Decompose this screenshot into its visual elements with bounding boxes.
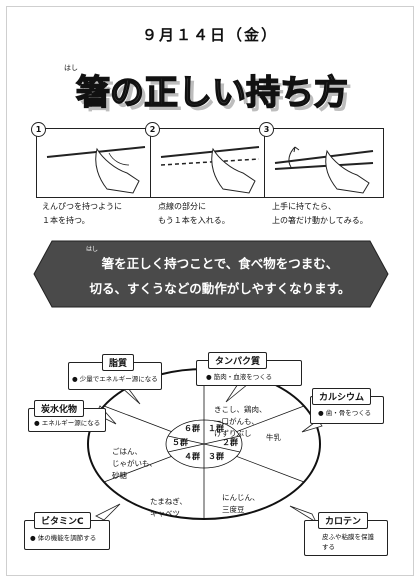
card-protein-desc: ● 筋肉・血液をつくる <box>206 373 273 381</box>
page-title: 箸の正しい持ち方 <box>76 73 348 113</box>
group-5-label: ５群 <box>172 438 188 447</box>
group-3-label: ３群 <box>208 452 224 461</box>
group-1-foods: きこし、鶏肉、 一口がんも、 けずりぶし <box>214 405 267 438</box>
card-carotene-title: カロテン <box>318 512 369 529</box>
card-carbohydrate-title: 炭水化物 <box>34 400 85 417</box>
card-carbohydrate-desc: ● エネルギー源になる <box>34 419 101 427</box>
group-5-foods: ごはん、 じゃがいも、 砂糖 <box>112 447 157 480</box>
hand-two-chopsticks-icon <box>160 146 260 194</box>
date-heading: ９月１４日（金） <box>141 26 278 44</box>
card-fat-title: 脂質 <box>102 354 135 371</box>
step-1-text: えんぴつを持つように １本を持つ。 <box>42 202 122 225</box>
group-4-label: ４群 <box>184 452 200 461</box>
food-group-wheel <box>87 368 321 520</box>
group-2-foods: 牛乳 <box>266 433 281 442</box>
step-3-text: 上手に持てたら、 上の箸だけ動かしてみる。 <box>272 202 368 225</box>
title-banner: 箸の正しい持ち方 箸の正しい持ち方 <box>75 72 352 117</box>
step-2-illustration: 2 <box>145 122 270 198</box>
hand-moving-chopstick-icon <box>274 146 374 194</box>
step-1-number: 1 <box>31 122 46 137</box>
group-4-foods: たまねぎ、 キャベツ <box>150 497 187 518</box>
group-6-label: ６群 <box>184 424 200 433</box>
step-3-number: 3 <box>259 122 274 137</box>
message-banner <box>33 240 389 308</box>
group-2-label: ２群 <box>222 438 238 447</box>
step-1-illustration: 1 <box>31 122 156 198</box>
card-fat-desc: ● 少量でエネルギー源になる <box>72 375 158 383</box>
title-ruby: はし <box>64 64 78 72</box>
card-protein-title: タンパク質 <box>208 352 268 369</box>
card-calcium-title: カルシウム <box>312 388 372 405</box>
card-vitamin-c-desc: ● 体の機能を調節する <box>30 534 97 542</box>
banner-ruby: はし <box>86 246 99 253</box>
step-3-illustration: 3 <box>259 122 384 198</box>
card-carotene-desc: 皮ふや粘膜を保護 する <box>322 533 374 551</box>
banner-text: 箸を正しく持つことで、食べ物をつまむ、 切る、すくうなどの動作がしやすくなります… <box>89 256 351 296</box>
card-calcium-desc: ● 歯・骨をつくる <box>318 409 372 417</box>
hand-holding-chopstick-icon <box>46 146 146 194</box>
page-frame <box>6 6 414 576</box>
step-2-text: 点線の部分に もう１本を入れる。 <box>158 202 230 225</box>
group-1-label: １群 <box>208 424 224 433</box>
group-3-foods: にんじん、 三度豆 <box>222 493 260 514</box>
title-shadow: 箸の正しい持ち方 <box>80 77 352 117</box>
card-vitamin-c-title: ビタミンC <box>34 512 91 529</box>
step-2-number: 2 <box>145 122 160 137</box>
